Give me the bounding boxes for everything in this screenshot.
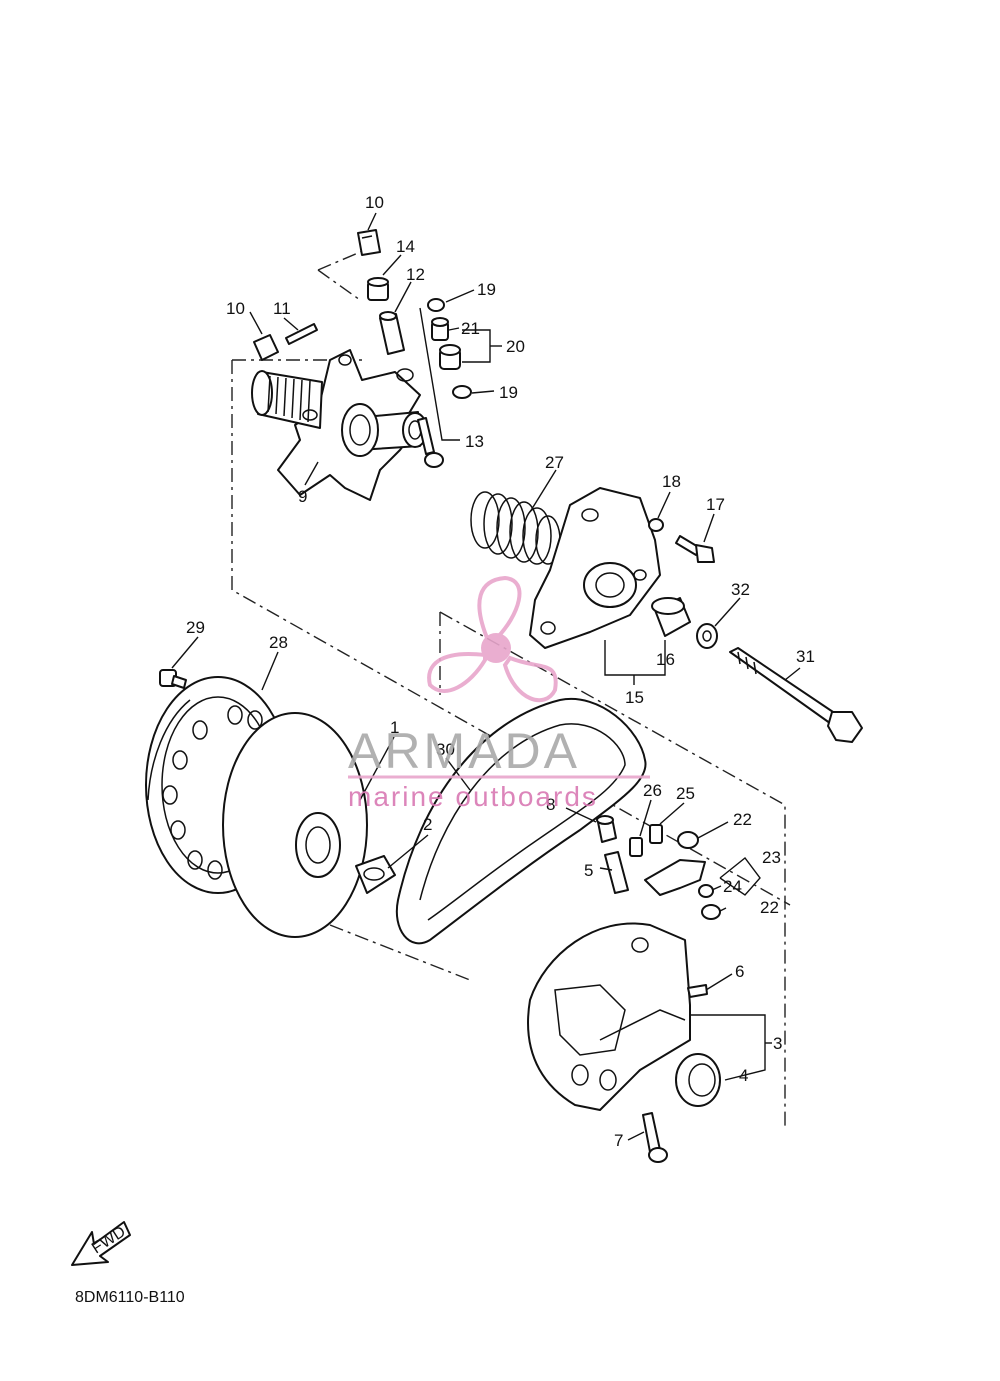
part-3-housing (527, 922, 691, 1111)
callout-6: 6 (735, 962, 744, 981)
part-13-bolt (417, 417, 444, 468)
callout-25: 25 (676, 784, 695, 803)
fwd-arrow-icon: FWD (71, 1221, 131, 1266)
callout-19-top: 19 (477, 280, 496, 299)
part-22-bottom (701, 904, 721, 920)
drawing-code: 8DM6110-B110 (75, 1289, 185, 1306)
part-1-sheave (222, 712, 368, 938)
part-16-bushing (651, 597, 691, 637)
part-19-washer-top (427, 298, 445, 312)
part-9-spider-hub (251, 349, 428, 501)
part-31-long-bolt (729, 647, 863, 743)
part-8 (596, 815, 617, 843)
part-12-roller (379, 311, 405, 355)
part-26 (629, 837, 643, 857)
callout-19-bottom: 19 (499, 383, 518, 402)
callout-21: 21 (461, 319, 480, 338)
callout-31: 31 (796, 647, 815, 666)
part-6 (687, 984, 708, 998)
callout-29: 29 (186, 618, 205, 637)
armada-logo-watermark: ARMADA marine outboards (348, 575, 650, 812)
callout-15: 15 (625, 688, 644, 707)
callout-22-top: 22 (733, 810, 752, 829)
callout-30: 30 (436, 740, 455, 759)
callout-23: 23 (762, 848, 781, 867)
part-25 (649, 824, 663, 844)
part-18-washer (648, 518, 664, 532)
callout-26: 26 (643, 781, 662, 800)
part-20 (439, 344, 461, 370)
part-14 (367, 277, 389, 301)
callout-11: 11 (273, 299, 291, 318)
callout-16: 16 (656, 650, 675, 669)
watermark-brand: ARMADA (348, 723, 580, 779)
callout-7: 7 (614, 1131, 623, 1150)
part-15-housing (529, 487, 661, 649)
callout-3: 3 (773, 1034, 782, 1053)
part-11-pin (285, 323, 318, 345)
callout-13: 13 (465, 432, 484, 451)
callout-12: 12 (406, 265, 425, 284)
part-10-left (253, 334, 279, 361)
part-17-bolt (675, 535, 715, 563)
part-5-pin (604, 851, 629, 894)
propeller-icon (427, 575, 558, 703)
callout-32: 32 (731, 580, 750, 599)
part-4-bearing (675, 1053, 721, 1107)
part-21-bushing (431, 317, 449, 341)
part-10-top (357, 229, 381, 256)
callout-labels: 10 14 12 19 10 11 21 20 19 13 27 9 18 17… (186, 193, 815, 1150)
watermark-tagline: marine outboards (348, 781, 598, 812)
part-29-bolt (159, 669, 187, 689)
part-32-washer (696, 623, 718, 649)
callout-17: 17 (706, 495, 725, 514)
part-22-top (677, 831, 699, 849)
callout-27: 27 (545, 453, 564, 472)
part-7-bolt (642, 1112, 668, 1163)
callout-20: 20 (506, 337, 525, 356)
callout-10-left: 10 (226, 299, 245, 318)
callout-1: 1 (390, 718, 399, 737)
part-19-washer-bottom (452, 385, 472, 399)
callout-24: 24 (723, 877, 742, 896)
callout-28: 28 (269, 633, 288, 652)
part-23-lever (644, 859, 706, 896)
part-27-spring (470, 491, 561, 565)
callout-9: 9 (298, 487, 307, 506)
part-2 (355, 855, 396, 894)
part-24 (698, 884, 714, 898)
callout-10-top: 10 (365, 193, 384, 212)
callout-4: 4 (739, 1066, 748, 1085)
callout-2: 2 (423, 815, 432, 834)
callout-5: 5 (584, 861, 593, 880)
fwd-label: FWD (89, 1223, 129, 1257)
callout-14: 14 (396, 237, 415, 256)
callout-8: 8 (546, 795, 555, 814)
leader-lines (171, 212, 801, 1141)
callout-18: 18 (662, 472, 681, 491)
callout-22-bottom: 22 (760, 898, 779, 917)
